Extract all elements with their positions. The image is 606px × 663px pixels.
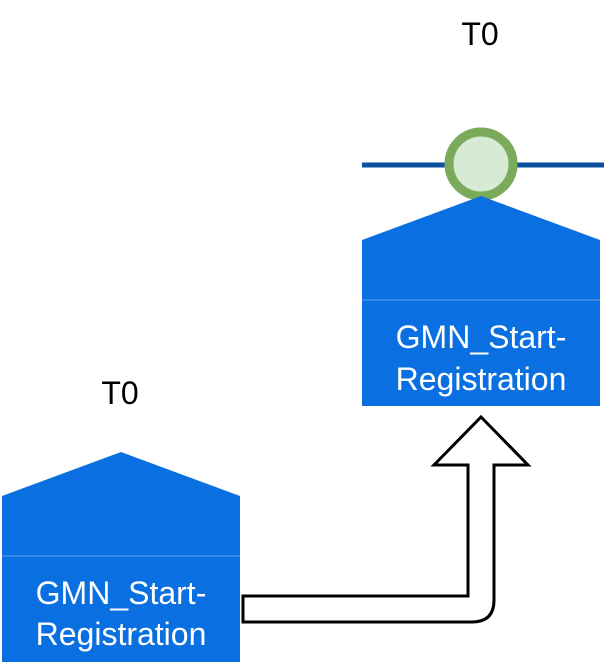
bottom-node[interactable]: GMN_Start- Registration	[2, 452, 240, 662]
bottom-node-name-line2: Registration	[36, 616, 207, 652]
top-node-time-label: T0	[461, 16, 498, 52]
top-node-name-line1: GMN_Start-	[396, 319, 567, 355]
top-node-shape	[362, 196, 600, 406]
connector-arrow[interactable]	[241, 414, 532, 624]
bottom-node-name-line1: GMN_Start-	[36, 575, 207, 611]
top-node[interactable]: GMN_Start- Registration	[362, 196, 600, 406]
top-node-name-line2: Registration	[396, 361, 567, 397]
bottom-node-time-label: T0	[101, 375, 138, 411]
start-event-circle-icon[interactable]	[444, 127, 518, 201]
bottom-node-shape	[2, 452, 240, 662]
